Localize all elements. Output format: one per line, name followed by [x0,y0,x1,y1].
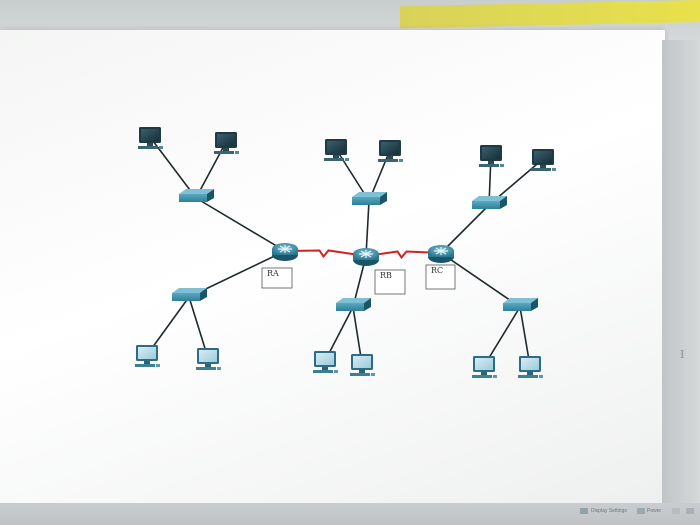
pc-icon[interactable] [214,132,239,154]
router-label-box [374,269,406,295]
ethernet-link-SW-RA-bottom-PC8 [188,296,209,359]
display-icon[interactable] [580,508,588,514]
router-label: RB [380,271,392,280]
switch-icon[interactable] [352,192,387,205]
switch-icon[interactable] [179,189,214,202]
router-label: RC [431,266,443,275]
monitor-screen [0,30,665,505]
ethernet-link-RC-SW-RC-bottom [440,252,521,308]
pc-icon[interactable] [472,356,497,378]
text-cursor-glyph: I [680,348,685,361]
tray-icon-2[interactable] [686,508,694,514]
pc-icon[interactable] [479,145,504,167]
ethernet-link-RA-SW-RA-top [195,197,286,252]
switch-icon[interactable] [503,298,538,311]
display-settings-link[interactable]: Display Settings [591,508,627,514]
pc-icon[interactable] [138,127,163,149]
router-label-box [425,264,456,290]
serial-link-RB-RC [365,250,442,260]
switch-icon[interactable] [336,298,371,311]
pc-icon[interactable] [135,345,160,367]
router-icon[interactable] [271,242,299,262]
pc-icon[interactable] [378,140,403,162]
pc-icon[interactable] [196,348,221,370]
pc-icon[interactable] [313,351,338,373]
pc-icon[interactable] [350,354,375,376]
switch-icon[interactable] [172,288,207,301]
pc-icon[interactable] [518,356,543,378]
router-icon[interactable] [352,247,380,267]
router-icon[interactable] [427,244,455,264]
serial-link-RA-RB [284,249,367,259]
ethernet-link-RB-SW-RB-top [365,200,370,257]
router-label-box [261,267,293,289]
pc-icon[interactable] [531,149,556,171]
monitor-bezel [662,40,700,510]
power-icon[interactable] [637,508,645,514]
ethernet-link-RC-SW-RC-top [440,204,490,254]
tray-icon[interactable] [672,508,680,514]
router-label: RA [267,269,279,278]
switch-icon[interactable] [472,196,507,209]
taskbar [0,503,700,525]
power-link[interactable]: Power [647,508,662,514]
devices-layer: RA RB RC [135,127,556,378]
pc-icon[interactable] [324,139,349,161]
links-layer [146,136,544,367]
